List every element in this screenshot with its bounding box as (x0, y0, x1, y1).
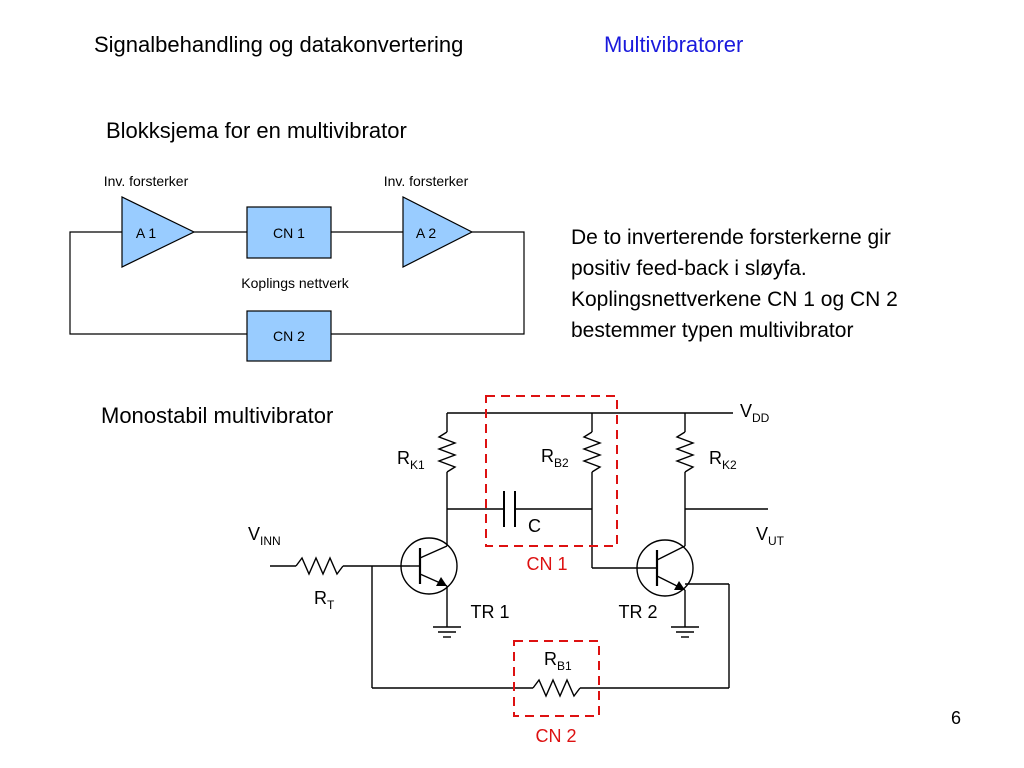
block-diagram (69, 231, 525, 335)
network-caption: Koplings nettverk (241, 275, 349, 291)
ground-icon (671, 626, 699, 638)
explanation-line: positiv feed-back i sløyfa. (571, 257, 807, 280)
circuit-wiring (270, 412, 768, 698)
cn1-block (246, 206, 332, 259)
topic-title: Multivibratorer (604, 32, 744, 57)
rb1-resistor (532, 678, 581, 698)
cn1-circuit-label: CN 1 (526, 554, 567, 574)
explanation-line: bestemmer typen multivibrator (571, 319, 854, 342)
amplifier-a2-symbol (402, 196, 474, 268)
transistor-tr2-symbol (636, 539, 694, 597)
rk2-resistor (675, 431, 695, 473)
vinn-label: VINN (248, 524, 281, 548)
rk2-label: RK2 (709, 448, 737, 472)
rk1-resistor (437, 431, 457, 473)
cn2-block (246, 310, 332, 362)
explanation-text: De to inverterende forsterkerne gir posi… (571, 222, 898, 346)
amplifier-a1-symbol (121, 196, 196, 268)
amp1-label: A 1 (136, 225, 156, 241)
course-title: Signalbehandling og datakonvertering (94, 32, 464, 57)
loop-wire (69, 231, 247, 335)
rb2-resistor (582, 431, 602, 473)
page-number: 6 (951, 708, 962, 728)
cn1-highlight-box (485, 395, 618, 547)
rb1-label: RB1 (544, 649, 572, 673)
amp2-caption: Inv. forsterker (384, 173, 469, 189)
rb2-label: RB2 (541, 446, 569, 470)
rt-label: RT (314, 588, 335, 612)
transistor-tr1-symbol (400, 537, 458, 595)
block-diagram-heading: Blokksjema for en multivibrator (106, 118, 407, 143)
vdd-label: VDD (740, 401, 770, 425)
circuit-heading: Monostabil multivibrator (101, 403, 334, 428)
cn2-circuit-label: CN 2 (535, 726, 576, 746)
explanation-line: Koplingsnettverkene CN 1 og CN 2 (571, 288, 898, 311)
cn2-highlight-box (513, 640, 600, 717)
vut-label: VUT (756, 524, 785, 548)
rk1-label: RK1 (397, 448, 425, 472)
explanation-line: De to inverterende forsterkerne gir (571, 226, 891, 249)
amp1-caption: Inv. forsterker (104, 173, 189, 189)
cn2-block-label: CN 2 (273, 328, 305, 344)
tr2-label: TR 2 (618, 602, 657, 622)
loop-wire (331, 231, 525, 335)
amp2-label: A 2 (416, 225, 436, 241)
tr1-label: TR 1 (470, 602, 509, 622)
rt-resistor (295, 556, 344, 576)
capacitor-label: C (528, 516, 541, 536)
cn1-block-label: CN 1 (273, 225, 305, 241)
ground-icon (433, 626, 461, 638)
